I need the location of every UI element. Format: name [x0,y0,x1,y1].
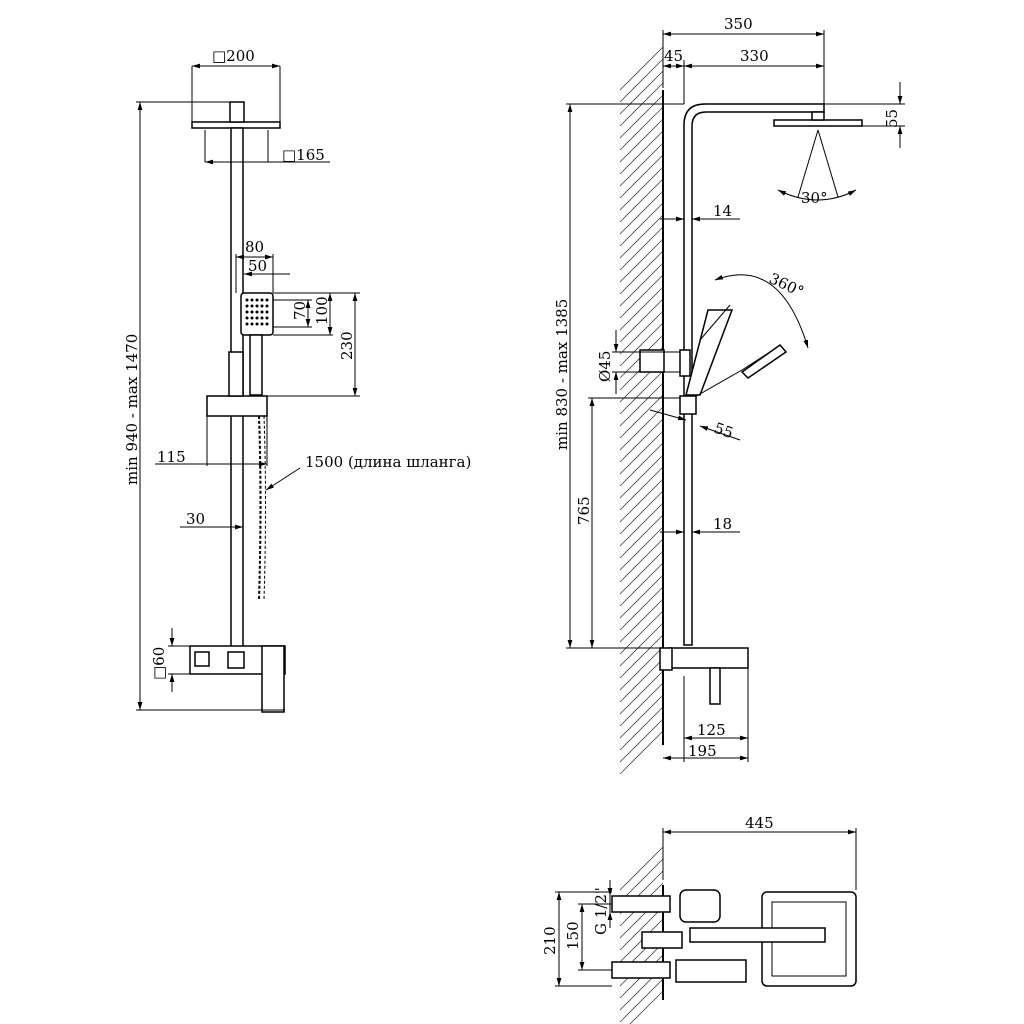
front-hand-inner-height-label: 70 [291,301,309,320]
front-head-inner-label: □165 [282,146,325,164]
overhead-shower-head [191,121,281,129]
side-holder-diameter-label: Ø45 [596,351,614,382]
side-wall-gap-label: 45 [664,47,683,65]
side-head-height-label: 55 [883,109,901,128]
side-view: 350 45 330 55 30° 14 360° Ø45 55 min 830… [553,15,905,775]
front-holder-offset-label: 115 [157,448,186,466]
side-arm-length-label: 330 [740,47,769,65]
top-view: 445 G 1/2" 210 150 [541,814,857,1024]
front-mixer-size-label: □60 [150,647,168,680]
side-rotation-label: 360° [766,269,806,301]
front-total-height-label: min 940 - max 1470 [123,334,141,485]
front-bar-offset-label: 30 [186,510,205,528]
side-mixer-depth-label: 125 [697,721,726,739]
slide-holder [206,395,268,417]
side-total-reach-label: 350 [724,15,753,33]
top-total-width-label: 445 [745,814,774,832]
overhead-head-side [773,119,863,127]
side-upper-pipe-label: 14 [713,202,732,220]
front-hand-to-holder-label: 230 [338,331,356,360]
top-inlet-spacing-label: 150 [564,921,582,950]
front-head-size-label: □200 [212,47,255,65]
side-mixer-height-label: 765 [575,496,593,525]
side-holder-depth-label: 55 [712,419,736,442]
front-hand-width-label: 80 [245,238,264,256]
front-hose-length-label: 1500 (длина шланга) [305,453,471,471]
side-lower-pipe-label: 18 [713,515,732,533]
front-hand-inner-width-label: 50 [248,257,267,275]
wall-hatching [619,46,664,775]
hand-shower-nozzles [245,298,269,326]
front-hand-height-label: 100 [313,296,331,325]
side-height-range-label: min 830 - max 1385 [553,299,571,450]
side-mixer-total-depth-label: 195 [688,742,717,760]
top-thread-label: G 1/2" [592,887,610,935]
mixer-body-side [667,647,749,669]
top-outer-height-label: 210 [541,926,559,955]
side-spray-angle-label: 30° [801,189,828,207]
hand-shower-side [685,304,788,399]
shower-hose [258,415,262,601]
front-view: □200 □165 80 50 70 100 230 min 940 - max… [123,47,471,713]
